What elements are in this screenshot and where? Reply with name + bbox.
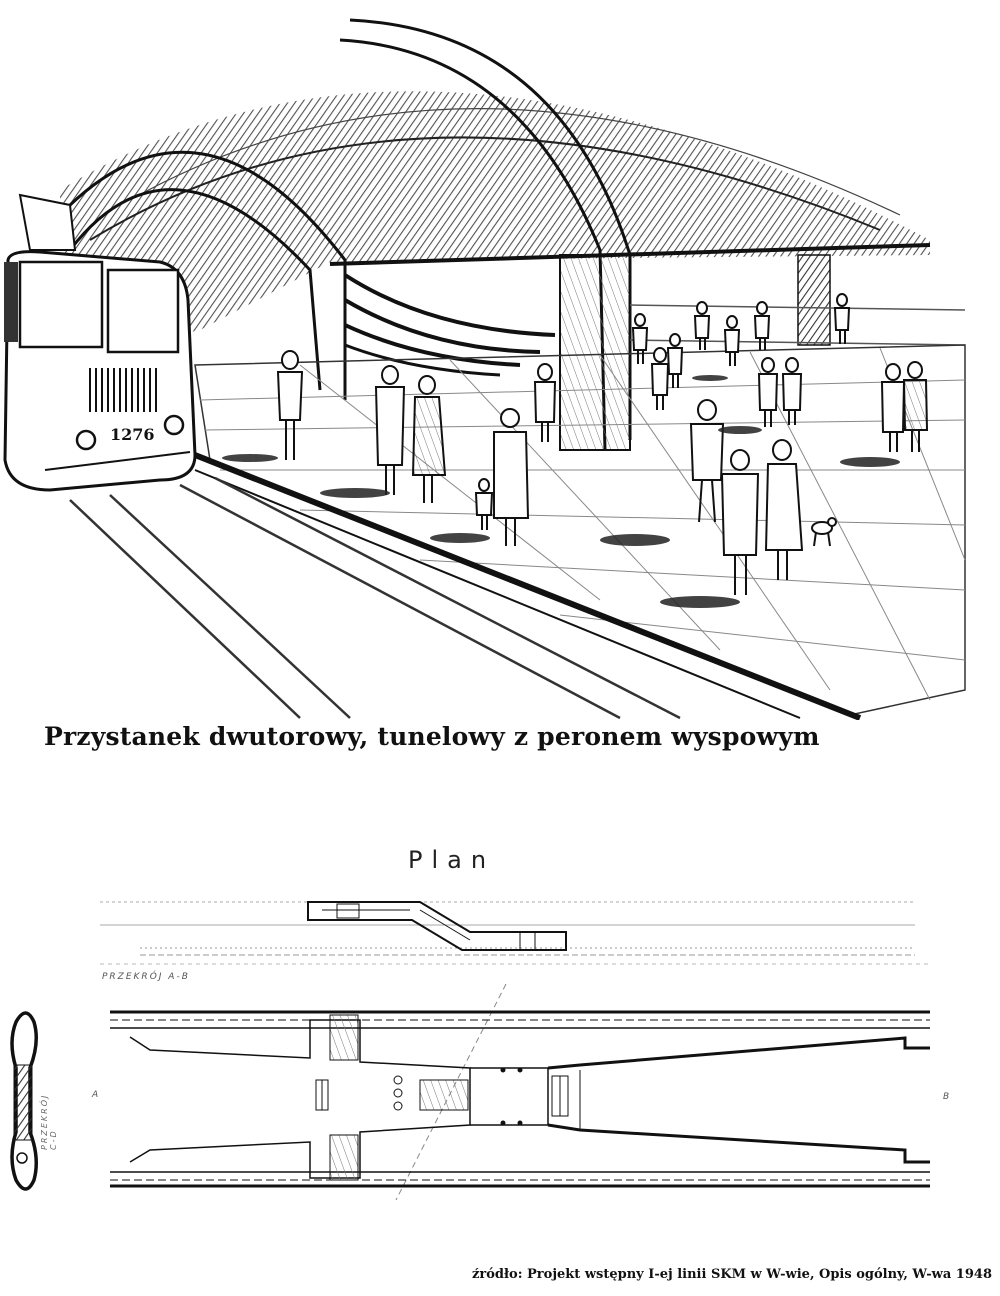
section-label-a-b: PRZEKRÓJ A-B xyxy=(102,972,190,982)
station-plan-drawing xyxy=(10,901,930,1201)
figure-caption: Przystanek dwutorowy, tunelowy z peronem… xyxy=(44,722,820,751)
ceiling-beam xyxy=(329,243,931,266)
plan-title: Plan xyxy=(408,846,496,874)
platform-edge xyxy=(193,452,862,720)
passengers xyxy=(276,293,929,595)
tram-rails xyxy=(69,476,681,720)
tunnel-arches xyxy=(58,18,632,451)
point-b-label: B xyxy=(943,1092,950,1102)
escalators xyxy=(343,273,556,377)
arch-pillar xyxy=(559,254,631,451)
tram-number: 1276 xyxy=(110,425,155,444)
platform-plan xyxy=(110,1010,930,1188)
rear-pillar xyxy=(797,254,831,346)
cross-section-label-c-d: PRZEKRÓJ C-D xyxy=(40,1093,58,1150)
tram: 1276 xyxy=(3,193,197,492)
platform-edge xyxy=(194,469,801,719)
station-perspective-sketch: 1276 xyxy=(3,18,966,720)
longitudinal-section xyxy=(100,901,930,965)
point-a-label: A xyxy=(92,1090,99,1100)
passenger-shadows xyxy=(222,375,900,608)
cross-section xyxy=(10,1011,38,1191)
back-wall-line xyxy=(629,339,966,346)
back-wall-line xyxy=(629,304,966,311)
escalator-passage xyxy=(307,901,567,951)
source-credit: źródło: Projekt wstępny I-ej linii SKM w… xyxy=(472,1267,992,1282)
